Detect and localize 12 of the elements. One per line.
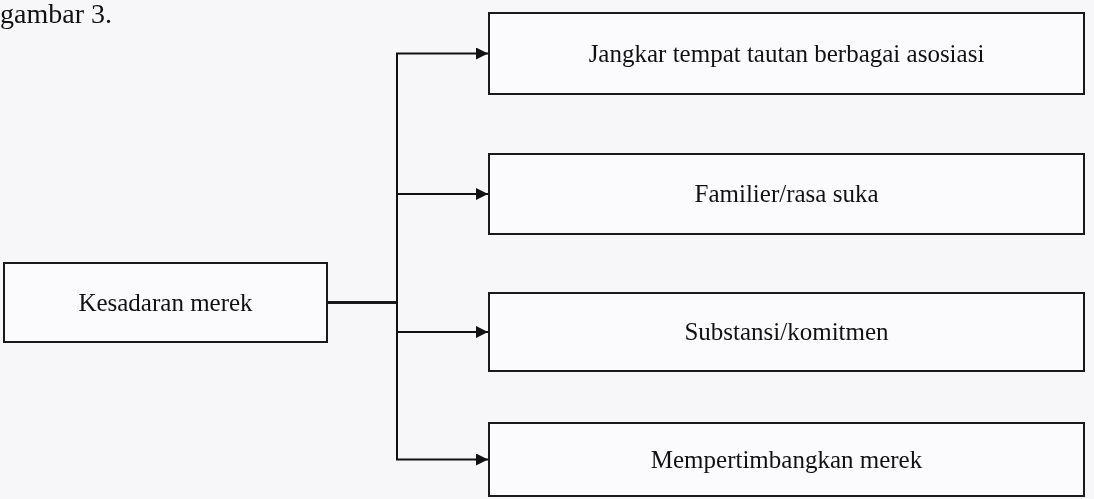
text-box	[488, 422, 1085, 497]
text-box	[488, 153, 1085, 235]
text-box	[3, 262, 328, 343]
text-box	[488, 292, 1085, 372]
box-label: Mempertimbangkan merek	[650, 445, 923, 474]
box-label: Kesadaran merek	[78, 288, 253, 317]
box-label: Familier/rasa suka	[694, 180, 879, 208]
box-label: Substansi/komitmen	[684, 318, 889, 346]
text-box	[488, 12, 1085, 95]
figure-reference: gambar 3.	[0, 0, 112, 28]
box-label: Jangkar tempat tautan berbagai asosiasi	[588, 39, 985, 68]
connector-arrow	[327, 301, 489, 466]
